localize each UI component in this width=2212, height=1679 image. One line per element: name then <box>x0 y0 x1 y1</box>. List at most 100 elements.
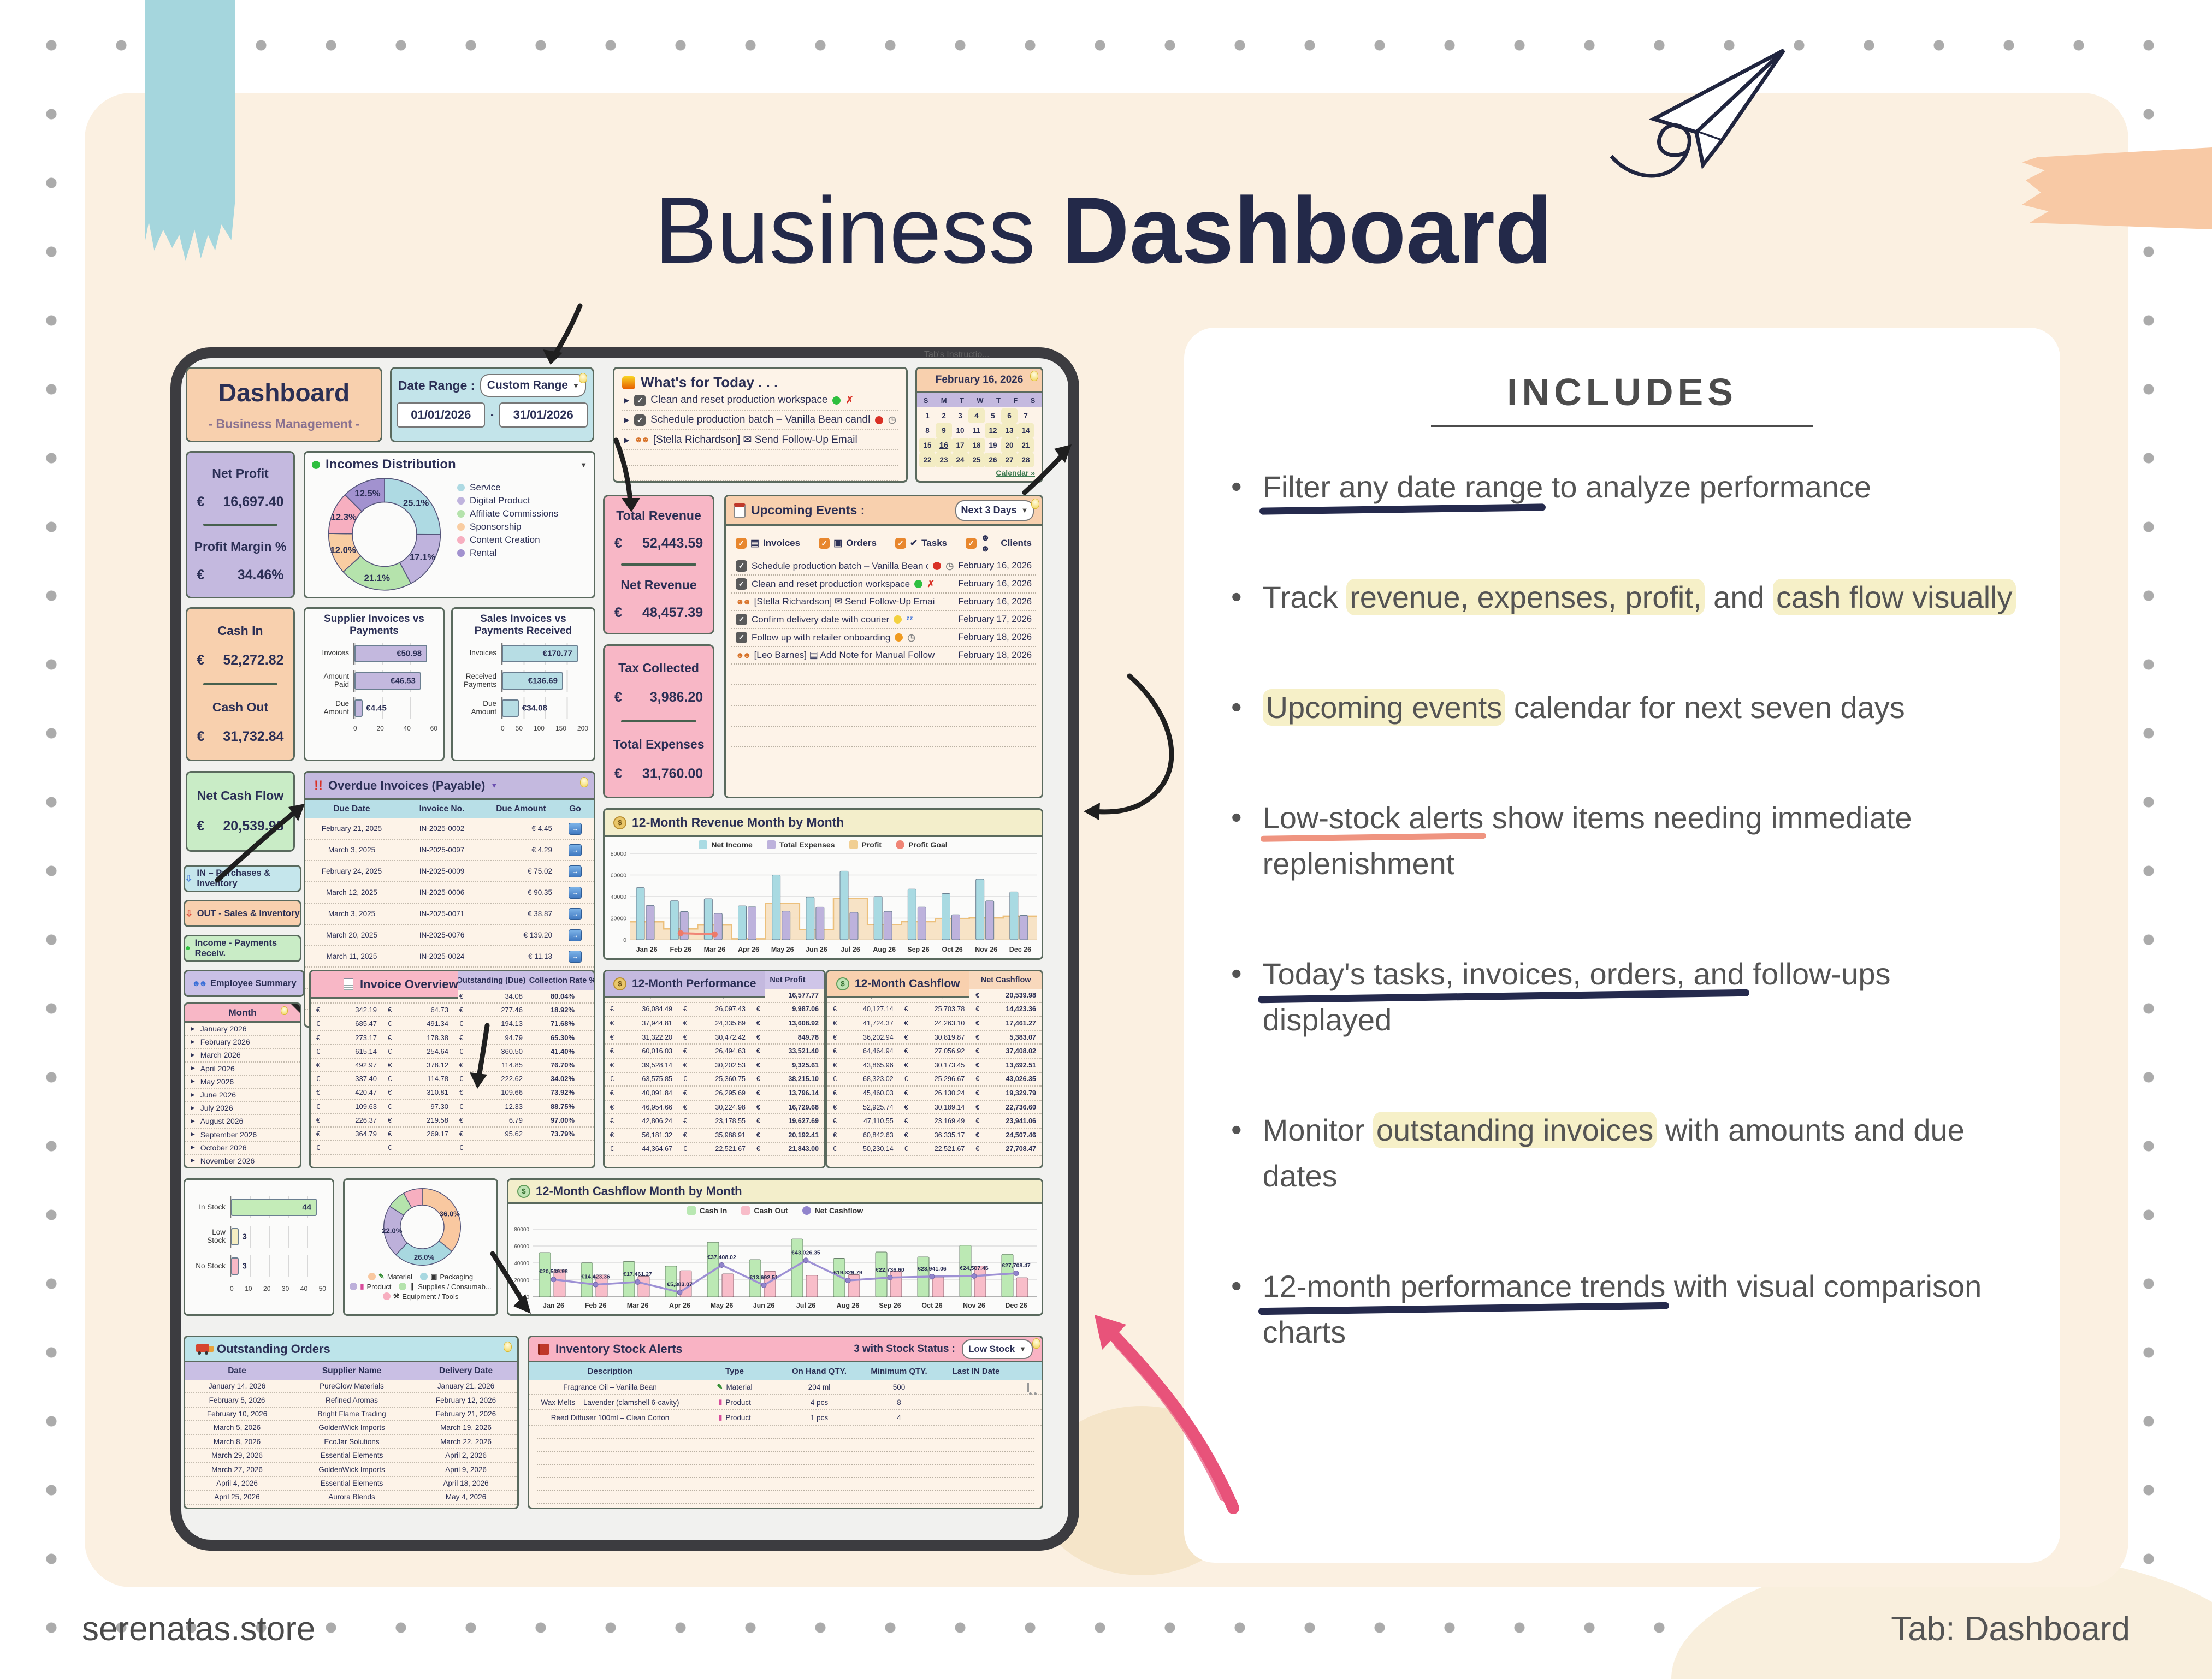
calendar-link[interactable]: Calendar » <box>996 468 1035 477</box>
calendar-day[interactable]: 15 <box>919 438 936 453</box>
row-expand-icon[interactable]: ▶ <box>191 1118 195 1124</box>
go-button[interactable]: → <box>569 822 582 835</box>
calendar-day[interactable]: 2 <box>942 412 946 420</box>
row-expand-icon[interactable]: ▶ <box>191 1131 195 1138</box>
event-row[interactable]: ☻☻ [Leo Barnes] ▤ Add Note for Manual Fo… <box>731 647 1036 665</box>
stock-status-select[interactable]: Low Stock ▼ <box>962 1339 1033 1359</box>
calendar-day[interactable]: 23 <box>936 453 952 467</box>
task-check-icon[interactable]: ☻☻ <box>634 435 650 444</box>
today-task-row[interactable]: ▶ ✓ Clean and reset production workspace… <box>622 391 898 411</box>
checkbox-checked-icon[interactable]: ✓ <box>895 538 906 549</box>
row-expand-icon[interactable]: ▶ <box>191 1078 195 1085</box>
calendar-day[interactable]: 16 <box>936 438 952 453</box>
calendar-day[interactable]: 13 <box>1001 423 1018 438</box>
calendar-day[interactable]: 8 <box>925 426 930 435</box>
calendar-day[interactable]: 6 <box>1001 408 1018 423</box>
go-button[interactable]: → <box>569 907 582 920</box>
month-row[interactable]: ▶ March 2026 <box>185 1049 300 1063</box>
row-expand-icon[interactable]: ▶ <box>191 1025 195 1032</box>
calendar-day[interactable]: 21 <box>1018 438 1034 453</box>
row-expand-icon[interactable]: ▶ <box>191 1105 195 1111</box>
row-expand-icon[interactable]: ▶ <box>191 1065 195 1072</box>
event-filter[interactable]: ✓ ☻☻ Clients <box>966 532 1032 554</box>
calendar-day[interactable]: 19 <box>989 441 997 449</box>
month-row[interactable]: ▶ April 2026 <box>185 1063 300 1076</box>
month-row[interactable]: ▶ November 2026 <box>185 1155 300 1167</box>
month-row[interactable]: ▶ October 2026 <box>185 1142 300 1155</box>
legend-swatch <box>741 1206 750 1215</box>
row-expand-icon[interactable]: ▶ <box>191 1052 195 1058</box>
checkbox-checked-icon[interactable]: ✓ <box>736 538 747 549</box>
event-filter[interactable]: ✓ ▣ Orders <box>819 532 877 554</box>
today-task-row[interactable]: ▶ ✓ Schedule production batch – Vanilla … <box>622 411 898 430</box>
event-row[interactable]: ☻☻ [Stella Richardson] ✉ Send Follow-Up … <box>731 594 1036 611</box>
order-date: February 5, 2026 <box>209 1396 265 1404</box>
tabs-instructions-note: Tab's Instructio... <box>924 350 990 359</box>
event-row[interactable]: ✓ Follow up with retailer onboarding ◷ F… <box>731 629 1036 647</box>
employee-summary-button[interactable]: ☻☻ Employee Summary <box>184 970 305 997</box>
calendar-day[interactable]: 17 <box>952 438 968 453</box>
event-filter[interactable]: ✓ ✔ Tasks <box>895 532 947 554</box>
event-filter[interactable]: ✓ ▤ Invoices <box>736 532 800 554</box>
today-task-row[interactable]: ▶ ☻☻ [Stella Richardson] ✉ Send Follow-U… <box>622 430 898 450</box>
calendar-day[interactable]: 26 <box>985 453 1001 467</box>
calendar-day[interactable]: 3 <box>958 412 962 420</box>
task-check-icon[interactable]: ✓ <box>634 394 646 406</box>
chevron-down-icon[interactable]: ▼ <box>490 781 498 790</box>
go-button[interactable]: → <box>569 929 582 941</box>
month-row[interactable]: ▶ July 2026 <box>185 1102 300 1116</box>
calendar-day[interactable]: 28 <box>1018 453 1034 467</box>
go-button[interactable]: → <box>569 865 582 877</box>
go-button[interactable]: → <box>569 844 582 856</box>
calendar-day[interactable]: 25 <box>968 453 985 467</box>
event-row[interactable]: ✓ Clean and reset production workspace ✗… <box>731 576 1036 594</box>
calendar-day[interactable]: 9 <box>936 423 952 438</box>
row-expand-icon[interactable]: ▶ <box>624 436 630 444</box>
month-row[interactable]: ▶ September 2026 <box>185 1129 300 1142</box>
chevron-down-icon[interactable]: ▼ <box>580 460 587 469</box>
calendar-day[interactable]: 14 <box>1018 423 1034 438</box>
sidebar-button[interactable]: ⇩ IN – Purchases & Inventory <box>184 865 301 892</box>
month-row[interactable]: ▶ June 2026 <box>185 1089 300 1102</box>
date-from-input[interactable]: 01/01/2026 <box>397 402 486 428</box>
row-expand-icon[interactable]: ▶ <box>624 416 630 424</box>
month-row[interactable]: ▶ August 2026 <box>185 1115 300 1129</box>
calendar-day[interactable]: 20 <box>1001 438 1018 453</box>
month-row[interactable]: ▶ January 2026 <box>185 1023 300 1036</box>
event-row[interactable]: ✓ Confirm delivery date with courier ᶻᶻ … <box>731 611 1036 629</box>
calendar-day[interactable]: 7 <box>1024 412 1028 420</box>
calendar-day[interactable]: 18 <box>968 438 985 453</box>
sidebar-button[interactable]: ● Income - Payments Receiv. <box>184 935 301 962</box>
empty-line <box>537 1491 1034 1504</box>
checkbox-checked-icon[interactable]: ✓ <box>966 538 977 549</box>
calendar-day[interactable]: 12 <box>985 423 1001 438</box>
row-expand-icon[interactable]: ▶ <box>191 1144 195 1151</box>
date-to-input[interactable]: 31/01/2026 <box>499 402 588 428</box>
calendar-day[interactable]: 4 <box>968 408 985 423</box>
date-range-select[interactable]: Custom Range ▼ <box>480 374 587 397</box>
calendar-day[interactable]: 24 <box>952 453 968 467</box>
row-expand-icon[interactable]: ▶ <box>191 1158 195 1164</box>
row-expand-icon[interactable]: ▶ <box>624 396 630 404</box>
task-check-icon[interactable]: ✓ <box>634 414 646 426</box>
event-row[interactable]: ✓ Schedule production batch – Vanilla Be… <box>731 557 1036 576</box>
calendar-day[interactable]: 11 <box>972 426 981 435</box>
row-expand-icon[interactable]: ▶ <box>191 1091 195 1098</box>
checkbox-checked-icon[interactable]: ✓ <box>819 538 830 549</box>
go-button[interactable]: → <box>569 886 582 899</box>
calendar-day[interactable]: 1 <box>925 412 930 420</box>
row-expand-icon[interactable]: ▶ <box>191 1039 195 1045</box>
calendar-day[interactable]: 5 <box>991 412 995 420</box>
month-row[interactable]: ▶ May 2026 <box>185 1076 300 1089</box>
bar-value: 3 <box>242 1261 247 1271</box>
calendar-day[interactable]: 22 <box>919 453 936 467</box>
includes-panel: INCLUDES • Filter any date range to anal… <box>1184 328 2060 1563</box>
month-row[interactable]: ▶ February 2026 <box>185 1036 300 1049</box>
events-range-select[interactable]: Next 3 Days ▼ <box>955 500 1034 521</box>
events-list: ✓ Schedule production batch – Vanilla Be… <box>726 557 1042 665</box>
sidebar-button[interactable]: ⇩ OUT - Sales & Inventory <box>184 900 301 927</box>
go-button[interactable]: → <box>569 950 582 963</box>
calendar-day[interactable]: 27 <box>1001 453 1018 467</box>
cart-icon[interactable] <box>1027 1383 1029 1392</box>
calendar-day[interactable]: 10 <box>956 426 965 435</box>
